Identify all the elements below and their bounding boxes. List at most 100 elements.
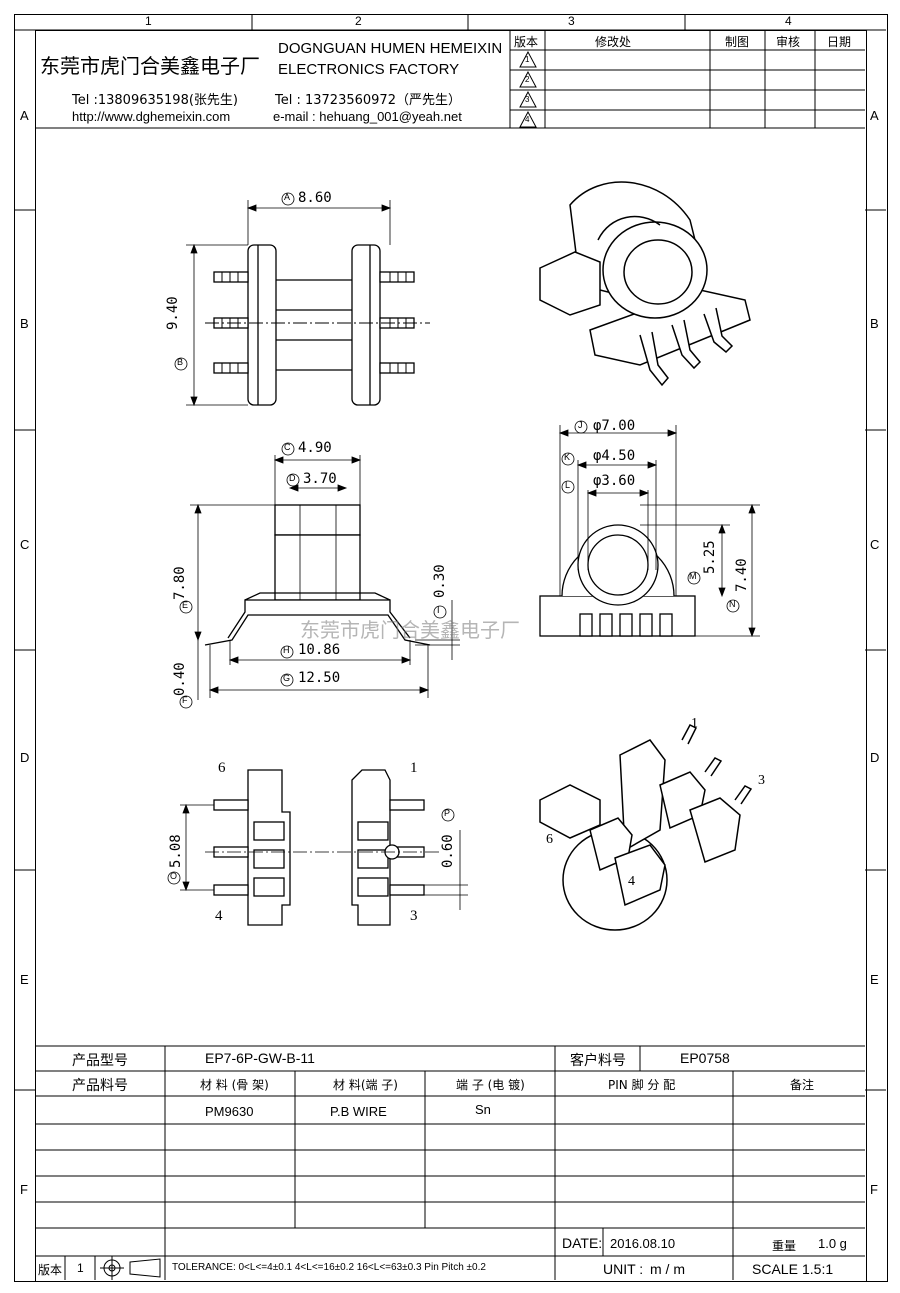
- dim-letter-o: O: [170, 871, 178, 881]
- dim-g-value: 12.50: [298, 670, 341, 686]
- scale-label: SCALE: [752, 1261, 798, 1277]
- customer-part-label: 客户料号: [570, 1053, 626, 1069]
- grid-row-d-right: D: [870, 750, 880, 765]
- side-view: [539, 524, 696, 637]
- dim-d-value: 3.70: [303, 471, 337, 487]
- grid-row-f-right: F: [870, 1182, 878, 1197]
- dim-i-value: 0.30: [432, 564, 448, 598]
- company-website[interactable]: http://www.dghemeixin.com: [72, 109, 231, 124]
- material-pin-value: P.B WIRE: [330, 1104, 387, 1119]
- iso-view-top: [539, 181, 751, 387]
- top-view: [205, 244, 430, 406]
- contact-email[interactable]: e-mail : hehuang_001@yeah.net: [273, 109, 462, 124]
- company-name-cn: 东莞市虎门合美鑫电子厂: [40, 54, 260, 78]
- grid-row-a-right: A: [870, 108, 879, 123]
- grid-row-f-left: F: [20, 1182, 28, 1197]
- grid-column-1: 1: [145, 14, 152, 28]
- rev-header-drawn: 制图: [725, 35, 750, 49]
- contact-tel-2: Tel : 13723560972（严先生）: [275, 93, 461, 108]
- terminal-plating-value: Sn: [475, 1102, 491, 1117]
- grid-row-e-right: E: [870, 972, 879, 987]
- front-view: [204, 504, 431, 646]
- material-bobbin-label: 材 料 (骨 架): [200, 1078, 269, 1092]
- product-model-label: 产品型号: [72, 1053, 128, 1069]
- iso-view-bottom: [539, 724, 753, 931]
- unit-label: UNIT :: [603, 1261, 644, 1277]
- grid-row-e-left: E: [20, 972, 29, 987]
- contact-tel-1: Tel :13809635198(张先生): [72, 93, 238, 108]
- dim-letter-j: J: [578, 420, 583, 430]
- watermark: 东莞市虎门合美鑫电子厂: [300, 618, 520, 642]
- bottom-view: [213, 769, 425, 926]
- dim-h-value: 10.86: [298, 642, 341, 658]
- unit-value: m / m: [650, 1261, 685, 1277]
- iso-pin-label-4: 4: [628, 874, 635, 889]
- grid-row-a-left: A: [20, 108, 29, 123]
- dim-letter-d: D: [289, 473, 296, 483]
- pin-label-3: 3: [410, 908, 418, 924]
- dim-b-value: 9.40: [165, 296, 181, 330]
- dim-letter-p: P: [444, 808, 451, 818]
- dim-k-value: φ4.50: [593, 448, 636, 464]
- pin-label-6: 6: [218, 760, 226, 776]
- dim-letter-e: E: [182, 600, 189, 610]
- rev-triangle-4: 4: [525, 115, 530, 124]
- dim-letter-n: N: [729, 599, 736, 609]
- dim-letter-m: M: [689, 571, 697, 581]
- grid-row-c-left: C: [20, 537, 30, 552]
- pin-label-4: 4: [215, 908, 223, 924]
- dim-m-value: 5.25: [702, 540, 718, 574]
- date-value: 2016.08.10: [610, 1236, 676, 1251]
- grid-row-d-left: D: [20, 750, 30, 765]
- company-name-en-2: ELECTRONICS FACTORY: [278, 61, 460, 78]
- dim-letter-c: C: [284, 442, 291, 452]
- dim-letter-f: F: [182, 695, 188, 705]
- dim-letter-b: B: [177, 357, 184, 367]
- version-value: 1: [77, 1261, 84, 1275]
- company-name-en-1: DOGNGUAN HUMEN HEMEIXIN: [278, 40, 503, 57]
- pin-assignment-label: PIN 脚 分 配: [608, 1078, 676, 1092]
- material-bobbin-value: PM9630: [205, 1104, 254, 1119]
- dim-letter-g: G: [283, 673, 291, 683]
- scale-value: 1.5:1: [802, 1261, 834, 1277]
- dim-c-value: 4.90: [298, 440, 332, 456]
- customer-part: EP0758: [680, 1050, 730, 1066]
- dim-j-value: φ7.00: [593, 418, 636, 434]
- weight-value: 1.0 g: [818, 1236, 847, 1251]
- dim-letter-i: I: [437, 605, 440, 615]
- dim-letter-h: H: [283, 645, 290, 655]
- rev-triangle-3: 3: [525, 95, 530, 104]
- terminal-plating-label: 端 子 (电 镀): [456, 1078, 525, 1092]
- rev-header-checked: 审核: [776, 35, 801, 49]
- rev-triangle-2: 2: [525, 75, 530, 84]
- product-part-label: 产品料号: [72, 1078, 128, 1094]
- version-label: 版本: [38, 1263, 63, 1277]
- pin-label-1: 1: [410, 760, 418, 776]
- material-pin-label: 材 料(端 子): [333, 1078, 398, 1092]
- dim-l-value: φ3.60: [593, 473, 636, 489]
- tolerance-note: TOLERANCE: 0<L<=4±0.1 4<L<=16±0.2 16<L<=…: [172, 1262, 486, 1273]
- grid-column-4: 4: [785, 14, 792, 28]
- rev-header-version: 版本: [514, 35, 539, 49]
- iso-pin-label-6: 6: [546, 832, 553, 847]
- weight-label: 重量: [772, 1239, 797, 1253]
- iso-pin-label-1: 1: [691, 716, 698, 731]
- dim-letter-k: K: [564, 452, 571, 462]
- grid-column-3: 3: [568, 14, 575, 28]
- grid-row-c-right: C: [870, 537, 880, 552]
- iso-pin-label-3: 3: [758, 773, 765, 788]
- dim-p-value: 0.60: [440, 834, 456, 868]
- dim-o-value: 5.08: [168, 834, 184, 868]
- dim-a-value: 8.60: [298, 190, 332, 206]
- date-label: DATE:: [562, 1235, 603, 1251]
- rev-triangle-1: 1: [525, 55, 530, 64]
- dim-n-value: 7.40: [734, 558, 750, 592]
- rev-header-date: 日期: [827, 35, 852, 49]
- remarks-label: 备注: [790, 1078, 815, 1092]
- grid-column-2: 2: [355, 14, 362, 28]
- grid-row-b-right: B: [870, 316, 879, 331]
- rev-header-change: 修改处: [595, 35, 632, 49]
- product-model: EP7-6P-GW-B-11: [205, 1050, 315, 1066]
- dim-f-value: 0.40: [172, 662, 188, 696]
